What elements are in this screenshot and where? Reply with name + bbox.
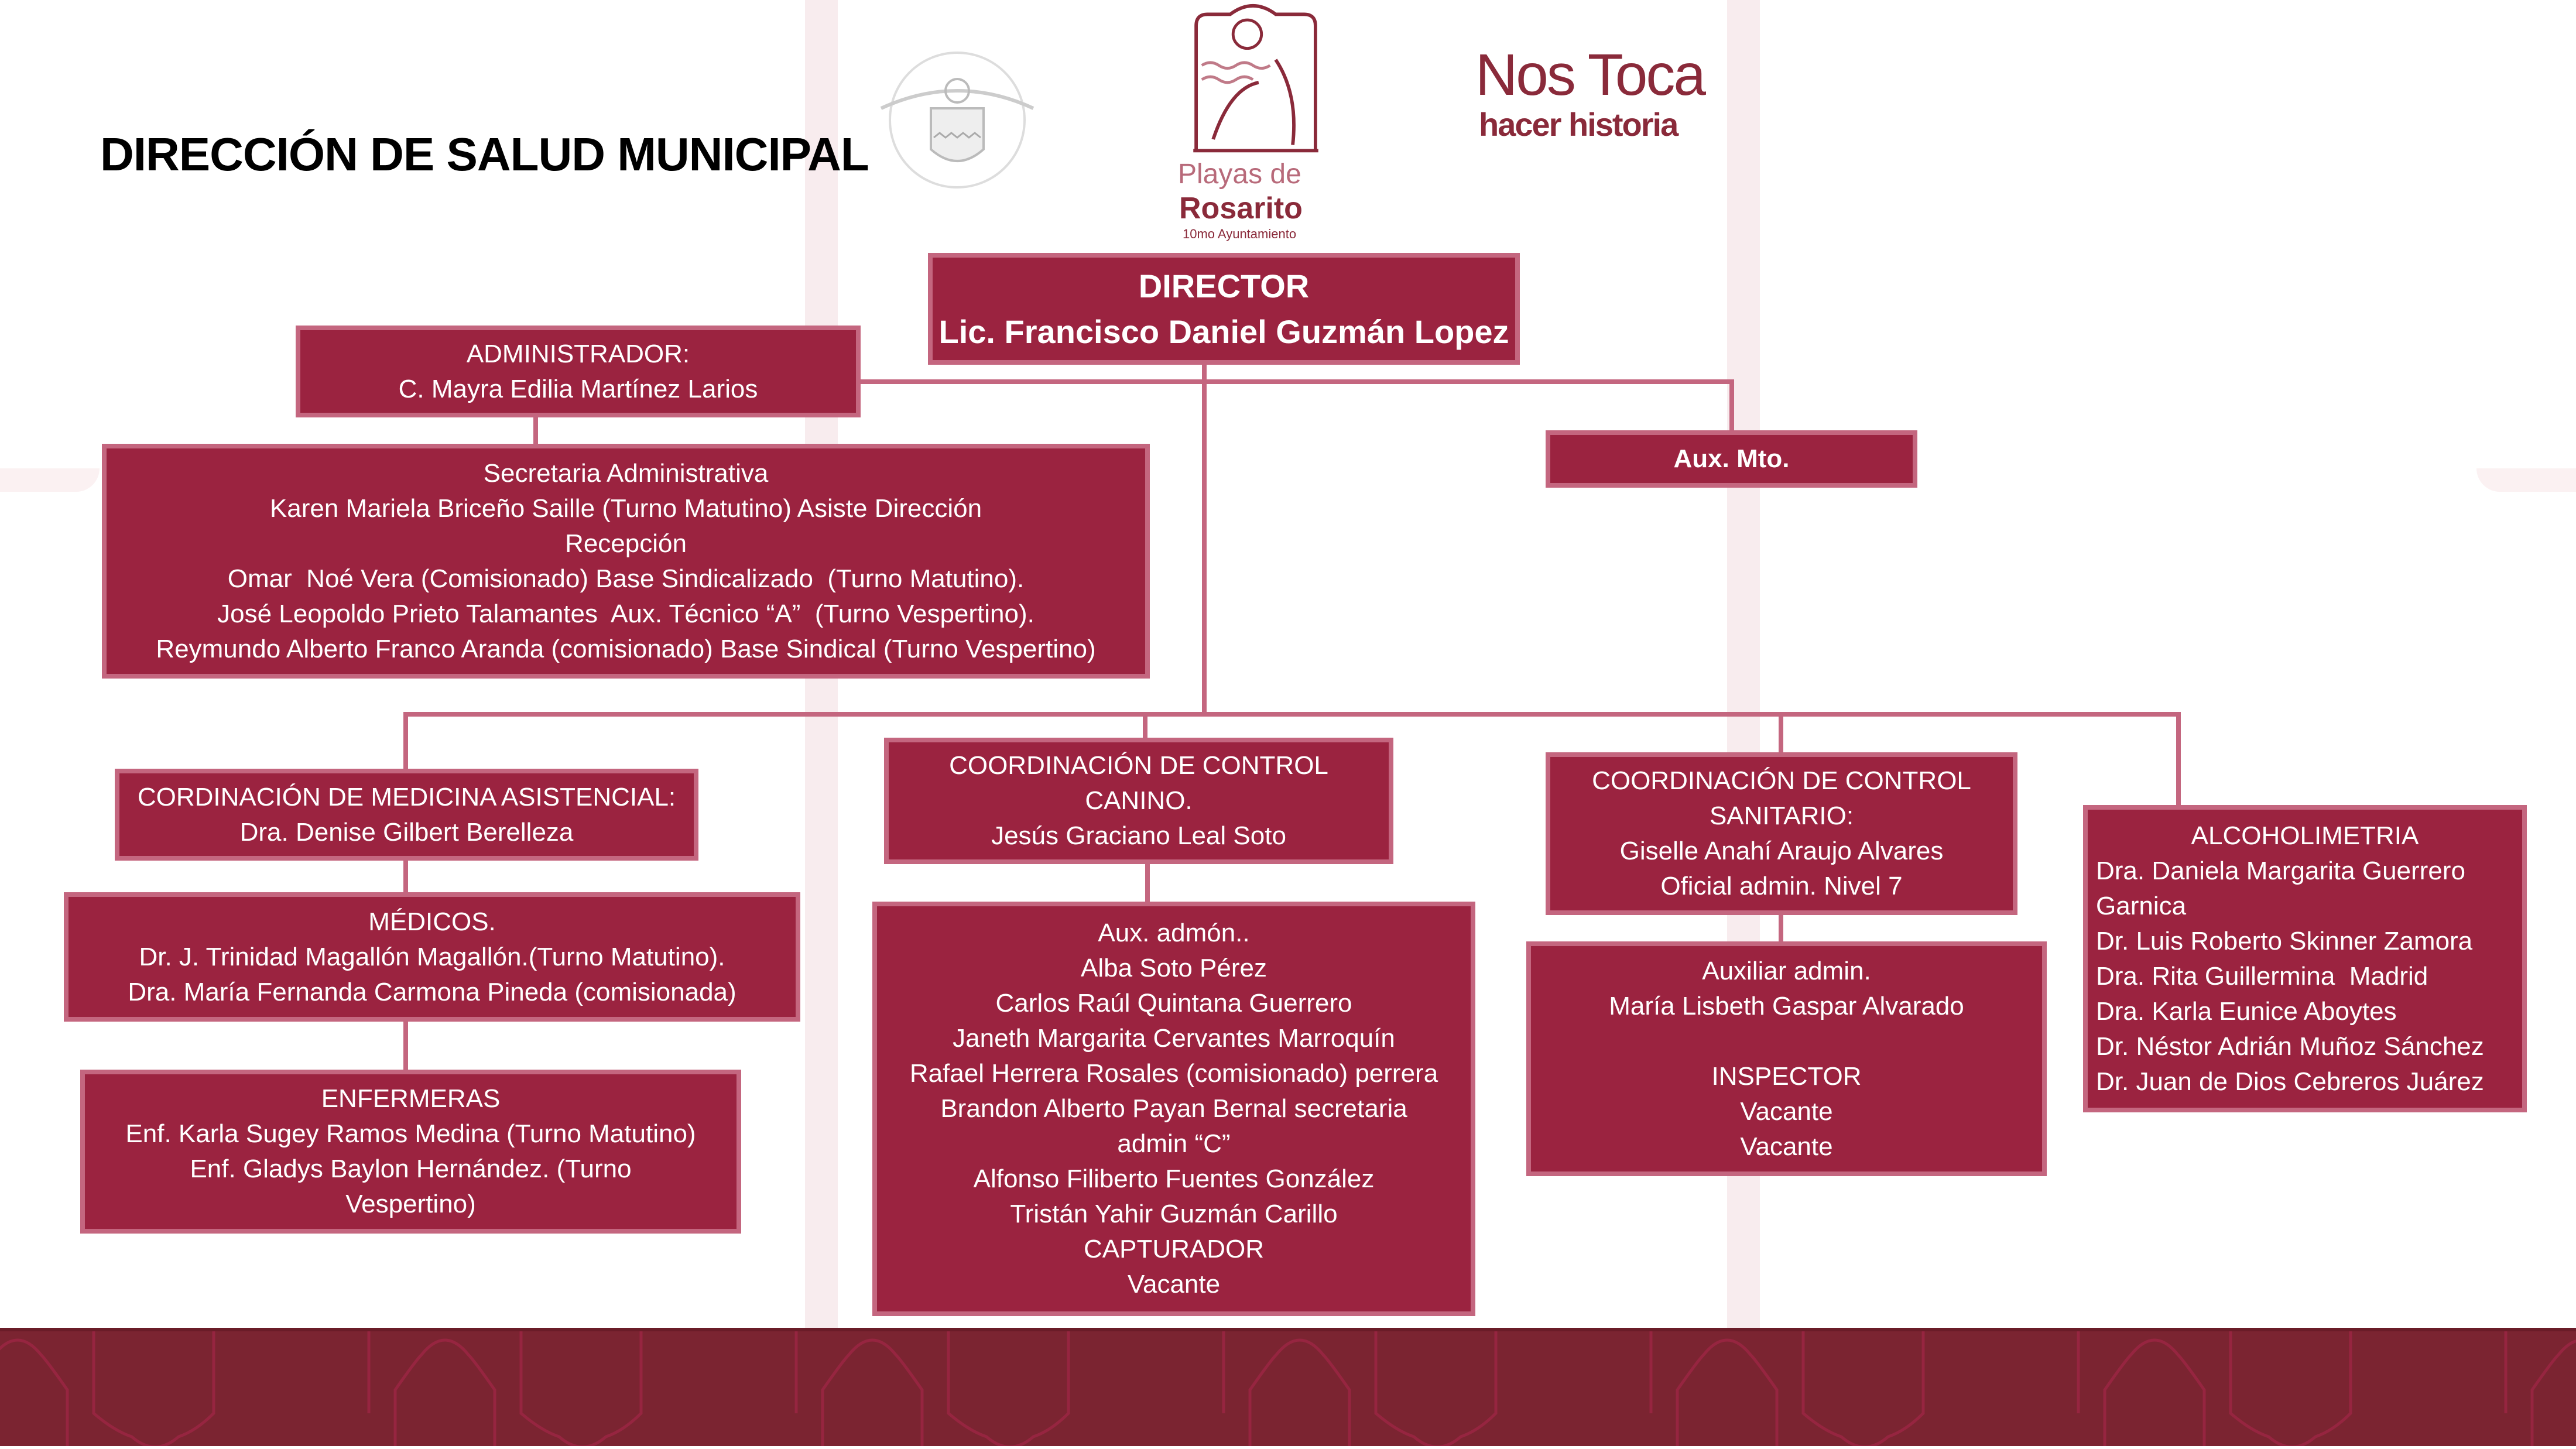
- canino-staff-box: Aux. admón.. Alba Soto Pérez Carlos Raúl…: [872, 902, 1475, 1316]
- box-line: COORDINACIÓN DE CONTROL: [1592, 766, 1971, 795]
- box-line: Vespertino): [345, 1190, 476, 1218]
- box-line: Enf. Karla Sugey Ramos Medina (Turno Mat…: [125, 1119, 696, 1148]
- connector-line: [2176, 712, 2181, 806]
- box-line: Vacante: [1127, 1270, 1221, 1299]
- background-decoration: [0, 468, 100, 492]
- box-line: Dr. J. Trinidad Magallón Magallón.(Turno…: [139, 942, 725, 971]
- box-line: CORDINACIÓN DE MEDICINA ASISTENCIAL:: [137, 782, 676, 811]
- box-line: Rafael Herrera Rosales (comisionado) per…: [909, 1059, 1438, 1088]
- box-line: María Lisbeth Gaspar Alvarado: [1609, 991, 1964, 1020]
- connector-line: [403, 1022, 408, 1071]
- control-canino-box: COORDINACIÓN DE CONTROL CANINO. Jesús Gr…: [884, 738, 1393, 864]
- municipal-seal-logo: [880, 52, 1034, 189]
- box-line: Lic. Francisco Daniel Guzmán Lopez: [938, 313, 1509, 350]
- logo-text: Playas de: [1178, 159, 1301, 190]
- connector-line: [403, 712, 2181, 717]
- connector-line: [403, 861, 408, 893]
- box-line: Dra. Denise Gilbert Berelleza: [239, 817, 574, 847]
- connector-line: [1779, 915, 1783, 943]
- box-line: Dra. María Fernanda Carmona Pineda (comi…: [128, 977, 737, 1006]
- background-decoration: [2476, 468, 2576, 492]
- box-line: ENFERMERAS: [321, 1084, 501, 1113]
- control-sanitario-box: COORDINACIÓN DE CONTROL SANITARIO: Gisel…: [1546, 752, 2017, 915]
- sanitario-staff-box: Auxiliar admin. María Lisbeth Gaspar Alv…: [1526, 941, 2047, 1176]
- box-line: Tristán Yahir Guzmán Carillo: [1010, 1200, 1338, 1228]
- box-line: ADMINISTRADOR:: [466, 339, 690, 368]
- box-line: Alfonso Filiberto Fuentes González: [973, 1164, 1375, 1193]
- connector-line: [1729, 379, 1734, 432]
- box-line: C. Mayra Edilia Martínez Larios: [398, 374, 758, 403]
- box-line: Recepción: [565, 529, 687, 558]
- box-line: Aux. Mto.: [1673, 444, 1790, 473]
- box-line: Giselle Anahí Araujo Alvares: [1619, 837, 1944, 865]
- box-line: Secretaria Administrativa: [483, 458, 769, 488]
- box-line: Vacante: [1740, 1132, 1833, 1161]
- box-line: Brandon Alberto Payan Bernal secretaria: [940, 1094, 1407, 1123]
- page-title: DIRECCIÓN DE SALUD MUNICIPAL: [100, 128, 869, 180]
- box-line: Vacante: [1740, 1097, 1833, 1126]
- box-line: Dr. Juan de Dios Cebreros Juárez: [2096, 1067, 2484, 1096]
- box-line: Alba Soto Pérez: [1081, 954, 1267, 982]
- enfermeras-box: ENFERMERAS Enf. Karla Sugey Ramos Medina…: [80, 1070, 741, 1234]
- footer-pattern-path: [0, 1331, 2576, 1446]
- administrador-box: ADMINISTRADOR: C. Mayra Edilia Martínez …: [296, 326, 861, 417]
- box-line: Dr. Luis Roberto Skinner Zamora: [2096, 926, 2473, 955]
- box-line: MÉDICOS.: [368, 907, 496, 936]
- box-line: Dra. Daniela Margarita Guerrero: [2096, 856, 2465, 885]
- box-line: Karen Mariela Briceño Saille (Turno Matu…: [269, 494, 982, 523]
- director-box: DIRECTOR Lic. Francisco Daniel Guzmán Lo…: [928, 253, 1520, 365]
- box-line: SANITARIO:: [1709, 801, 1854, 830]
- box-line: Janeth Margarita Cervantes Marroquín: [953, 1024, 1395, 1053]
- box-line: Dra. Karla Eunice Aboytes: [2096, 996, 2397, 1026]
- box-line: INSPECTOR: [1711, 1061, 1862, 1091]
- aux-mto-box: Aux. Mto.: [1546, 430, 1917, 488]
- alcoholimetria-box: ALCOHOLIMETRIA Dra. Daniela Margarita Gu…: [2083, 805, 2527, 1112]
- connector-line: [1145, 864, 1150, 903]
- box-line: Dr. Néstor Adrián Muñoz Sánchez: [2096, 1032, 2484, 1061]
- box-line: Aux. admón..: [1098, 919, 1250, 947]
- box-line: Oficial admin. Nivel 7: [1660, 872, 1903, 900]
- playas-de-rosarito-logo: [1193, 4, 1318, 153]
- logo-text: 10mo Ayuntamiento: [1183, 227, 1297, 241]
- box-line: COORDINACIÓN DE CONTROL: [949, 751, 1328, 780]
- box-line: Enf. Gladys Baylon Hernández. (Turno: [190, 1155, 632, 1183]
- box-line: Dra. Rita Guillermina Madrid: [2096, 961, 2428, 991]
- connector-line: [403, 712, 408, 769]
- box-line: Auxiliar admin.: [1702, 956, 1871, 985]
- medicos-box: MÉDICOS. Dr. J. Trinidad Magallón Magall…: [64, 892, 800, 1022]
- slogan-text: hacer historia: [1479, 106, 1678, 143]
- box-line: CAPTURADOR: [1083, 1235, 1265, 1263]
- box-line: Jesús Graciano Leal Soto: [991, 821, 1286, 850]
- box-line: Garnica: [2096, 891, 2187, 920]
- box-line: Carlos Raúl Quintana Guerrero: [995, 989, 1352, 1018]
- connector-line: [1202, 365, 1207, 716]
- box-line: Omar Noé Vera (Comisionado) Base Sindica…: [227, 564, 1025, 593]
- connector-line: [861, 379, 1734, 384]
- box-line: CANINO.: [1085, 786, 1193, 815]
- medicina-asistencial-box: CORDINACIÓN DE MEDICINA ASISTENCIAL: Dra…: [115, 769, 698, 861]
- connector-line: [1143, 712, 1147, 739]
- secretaria-box: Secretaria Administrativa Karen Mariela …: [102, 444, 1150, 679]
- box-line: Reymundo Alberto Franco Aranda (comision…: [156, 634, 1096, 663]
- connector-line: [533, 417, 538, 444]
- box-line: José Leopoldo Prieto Talamantes Aux. Téc…: [217, 599, 1034, 628]
- box-line: [1783, 1024, 1790, 1059]
- slogan-text: Nos Toca: [1475, 42, 1706, 108]
- footer-pattern: [0, 1331, 2576, 1446]
- box-line: DIRECTOR: [1138, 267, 1310, 304]
- logo-text: Rosarito: [1179, 191, 1303, 225]
- box-line: ALCOHOLIMETRIA: [2191, 821, 2419, 850]
- connector-line: [1779, 712, 1783, 753]
- footer-band: [0, 1328, 2576, 1446]
- box-line: admin “C”: [1117, 1129, 1231, 1158]
